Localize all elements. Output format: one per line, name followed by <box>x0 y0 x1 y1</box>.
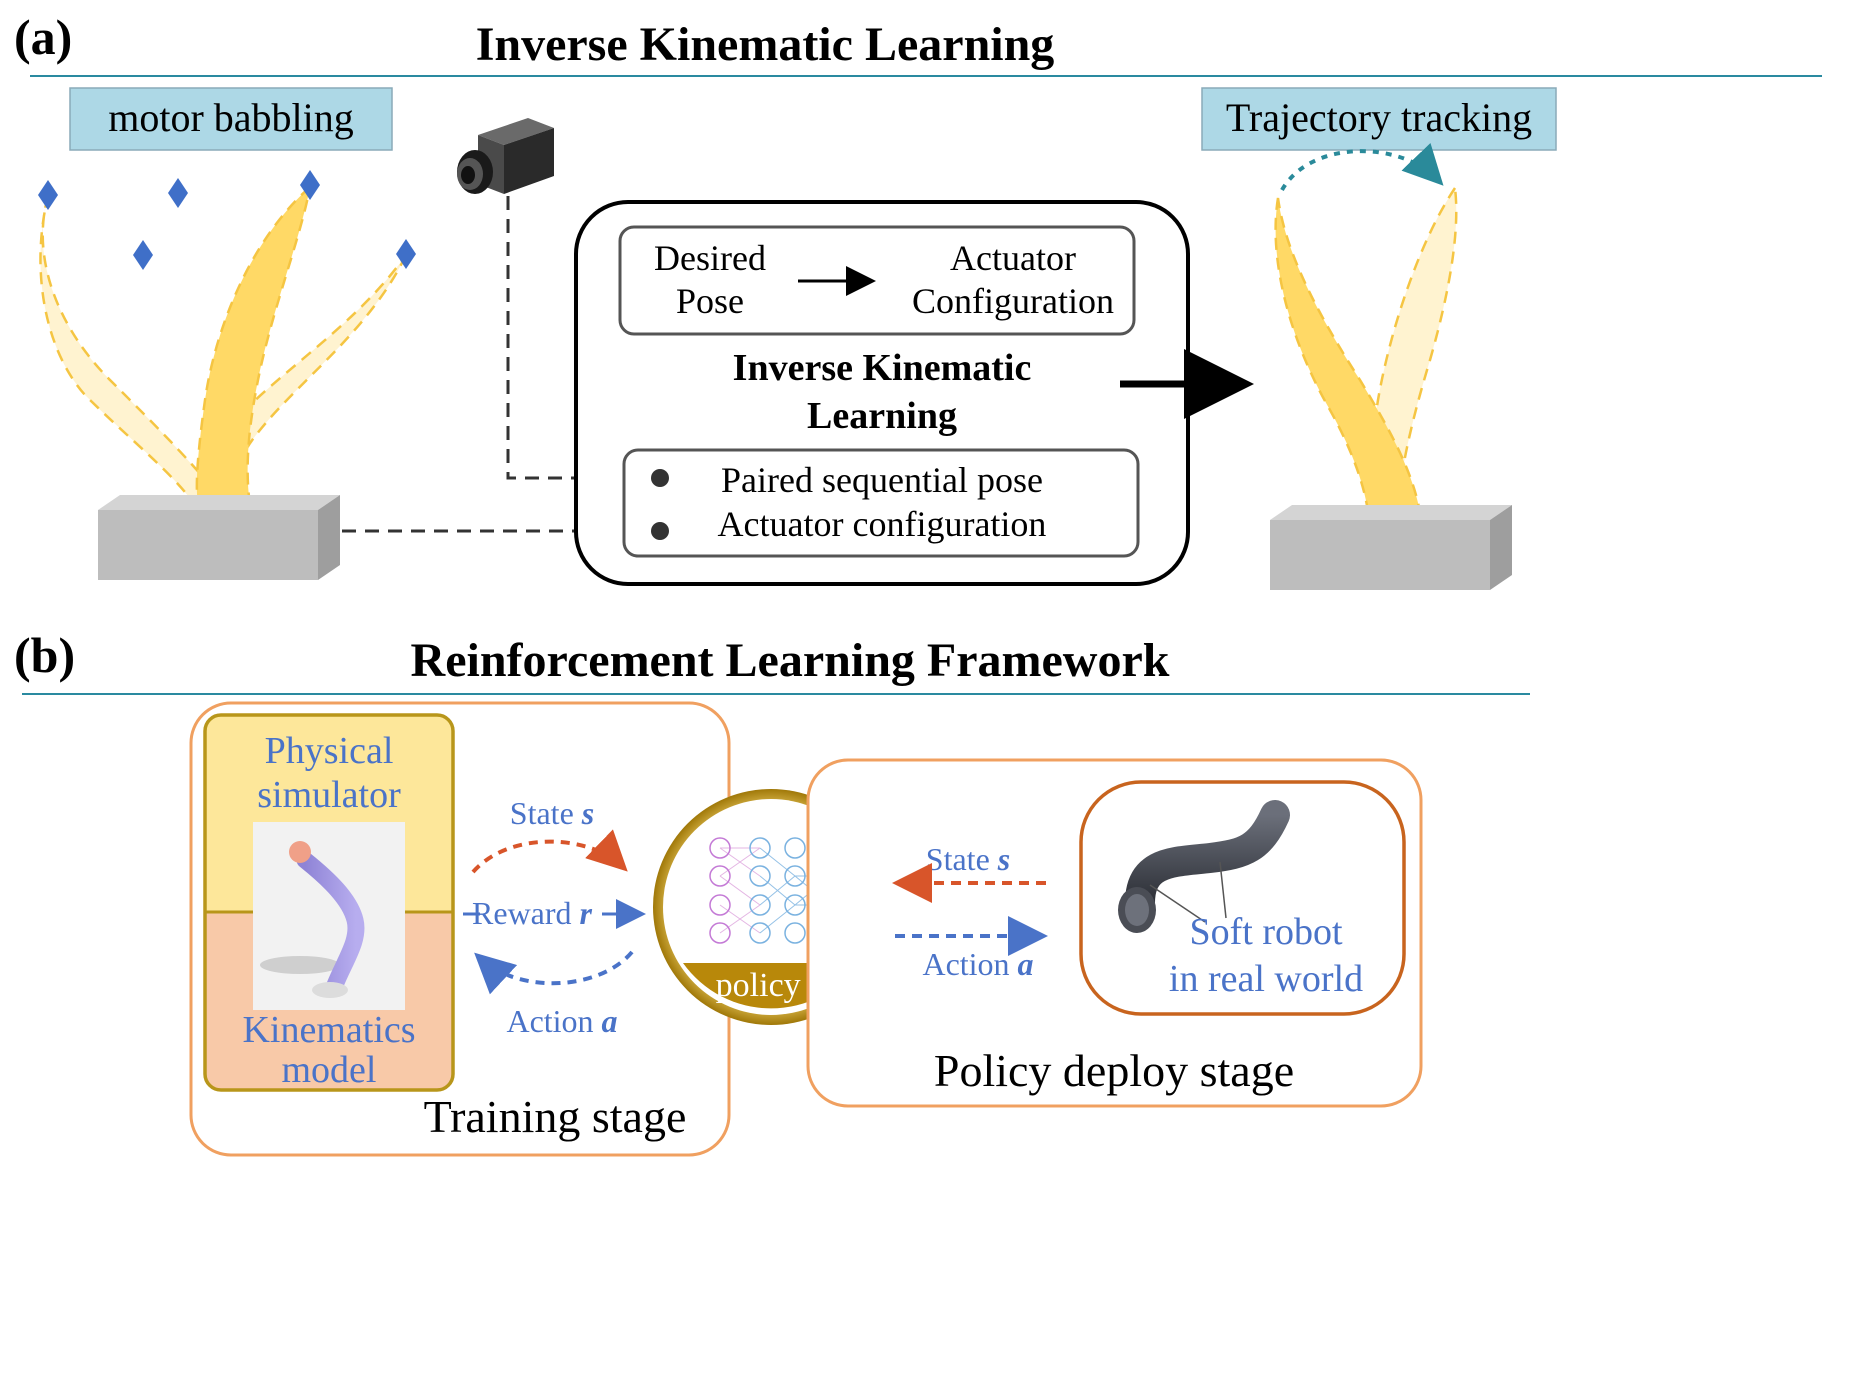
trajectory-arrow <box>1282 151 1438 190</box>
deploy-stage-label: Policy deploy stage <box>934 1045 1294 1096</box>
camera-input-dot <box>651 469 669 487</box>
robot-line2: in real world <box>1169 958 1363 1000</box>
paired-line1: Paired sequential pose <box>721 460 1043 500</box>
left-base-top <box>98 495 340 510</box>
trajectory-tracking-tag: Trajectory tracking <box>1226 95 1532 140</box>
right-state-label: State s <box>926 841 1010 877</box>
main-finger <box>197 187 310 505</box>
kinematics-line1: Kinematics <box>242 1009 415 1051</box>
ik-center-line2: Learning <box>807 395 957 437</box>
diamond-marker-3 <box>133 240 153 270</box>
kinematics-line2: model <box>282 1049 377 1091</box>
actuator-config-line2: Configuration <box>912 281 1114 321</box>
camera-icon <box>457 118 554 194</box>
actuator-config-line1: Actuator <box>950 238 1076 278</box>
left-action-label: Action a <box>506 1003 617 1039</box>
robot-line1: Soft robot <box>1189 911 1343 953</box>
right-action-label: Action a <box>922 946 1033 982</box>
simulator-line2: simulator <box>257 774 401 816</box>
ik-center-line1: Inverse Kinematic <box>733 347 1032 389</box>
diamond-marker-5 <box>396 239 416 269</box>
reward-label: Reward r <box>472 895 593 931</box>
right-base-top <box>1270 505 1512 520</box>
desired-pose-line1: Desired <box>654 238 766 278</box>
panel-a-title: Inverse Kinematic Learning <box>476 18 1055 71</box>
panel-b-title: Reinforcement Learning Framework <box>411 634 1170 687</box>
panel-a-label: (a) <box>14 9 72 65</box>
simulated-arm-image <box>253 822 405 1010</box>
diamond-marker-1 <box>38 180 58 210</box>
paired-line2: Actuator configuration <box>718 504 1047 544</box>
training-stage-label: Training stage <box>424 1091 687 1142</box>
right-base-side <box>1490 505 1512 590</box>
diamond-marker-2 <box>168 178 188 208</box>
motor-babbling-tag: motor babbling <box>108 95 354 140</box>
right-base-front <box>1270 520 1490 590</box>
simulator-line1: Physical <box>265 730 394 772</box>
left-state-label: State s <box>510 795 594 831</box>
panel-b-label: (b) <box>14 627 75 683</box>
desired-pose-line2: Pose <box>676 281 744 321</box>
left-base-front <box>98 510 318 580</box>
base-input-dot <box>651 522 669 540</box>
